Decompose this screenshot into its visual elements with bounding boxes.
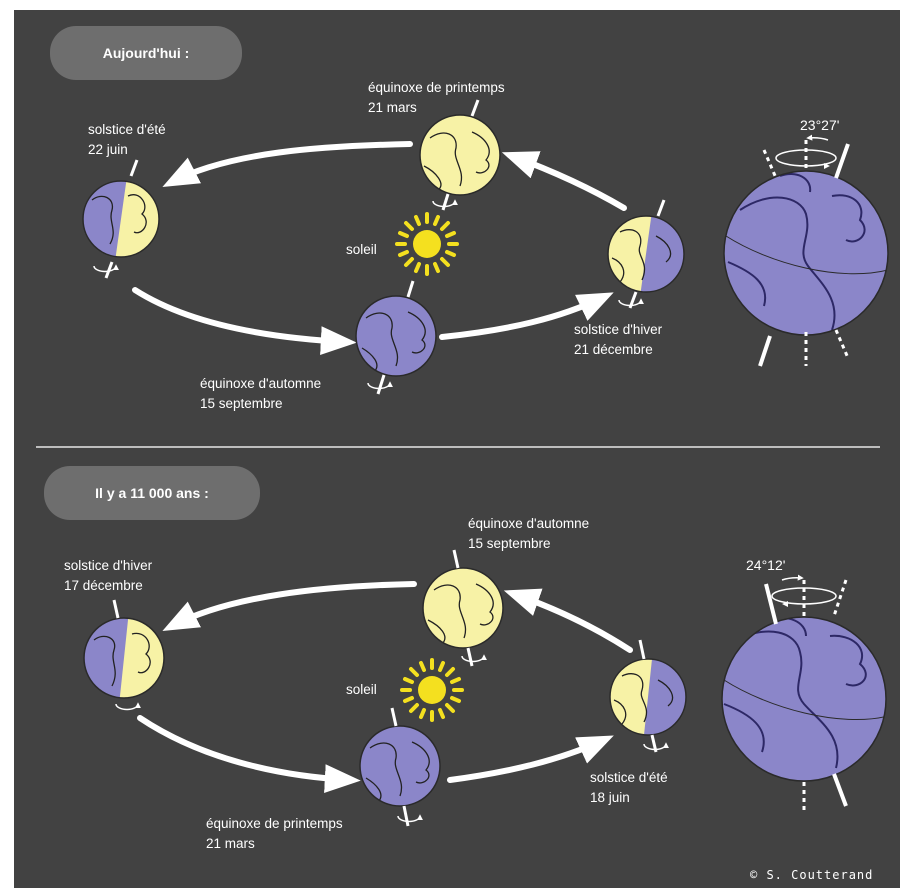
earth-globe-icon (603, 199, 685, 309)
bottom-summer-solstice-date: 18 juin (590, 790, 630, 805)
rotation-arrow-icon (115, 702, 141, 711)
bottom-spring-equinox-name: équinoxe de printemps (206, 816, 343, 831)
axis-tilt-icon (764, 574, 848, 812)
header-today: Aujourd'hui : (50, 26, 242, 80)
top-autumn-equinox-name: équinoxe d'automne (200, 376, 322, 391)
bottom-winter-solstice-date: 17 décembre (64, 578, 143, 593)
earth-globe-icon (419, 99, 501, 211)
credit-text: © S. Coutterand (750, 868, 874, 882)
top-tilt-angle: 23°27' (800, 117, 840, 133)
orbit-arrow-icon (137, 581, 633, 794)
header-11000-years-ago: Il y a 11 000 ans : (44, 466, 260, 520)
sun-icon (395, 212, 459, 276)
bottom-spring-equinox-date: 21 mars (206, 836, 255, 851)
rotation-arrow-icon (432, 199, 458, 208)
rotation-arrow-icon (367, 381, 393, 390)
bottom-winter-solstice-name: solstice d'hiver (64, 558, 153, 573)
earth-globe-icon (422, 549, 504, 667)
top-winter-solstice-name: solstice d'hiver (574, 322, 663, 337)
top-summer-solstice-name: solstice d'été (88, 122, 166, 137)
top-autumn-equinox-date: 15 septembre (200, 396, 283, 411)
earth-globe-icon (721, 616, 887, 782)
top-spring-equinox-date: 21 mars (368, 100, 417, 115)
earth-globe-icon (83, 599, 168, 702)
rotation-arrow-icon (461, 654, 487, 663)
top-winter-solstice-date: 21 décembre (574, 342, 653, 357)
rotation-arrow-icon (93, 264, 119, 273)
bottom-sun-label: soleil (346, 682, 377, 697)
earth-globe-icon (723, 170, 889, 336)
orbit-arrow-icon (132, 141, 627, 356)
axis-tilt-icon (758, 134, 850, 367)
rotation-arrow-icon (618, 298, 644, 307)
top-summer-solstice-date: 22 juin (88, 142, 128, 157)
bottom-summer-solstice-name: solstice d'été (590, 770, 668, 785)
earth-globe-icon (606, 639, 687, 753)
bottom-tilt-angle: 24°12' (746, 557, 786, 573)
rotation-arrow-icon (643, 742, 669, 751)
bottom-autumn-equinox-date: 15 septembre (468, 536, 551, 551)
earth-globe-icon (82, 159, 164, 279)
bottom-autumn-equinox-name: équinoxe d'automne (468, 516, 590, 531)
top-sun-label: soleil (346, 242, 377, 257)
rotation-arrow-icon (397, 814, 423, 823)
sun-icon (400, 658, 464, 722)
earth-globe-icon (355, 280, 437, 395)
earth-globe-icon (359, 707, 441, 827)
top-spring-equinox-name: équinoxe de printemps (368, 80, 505, 95)
